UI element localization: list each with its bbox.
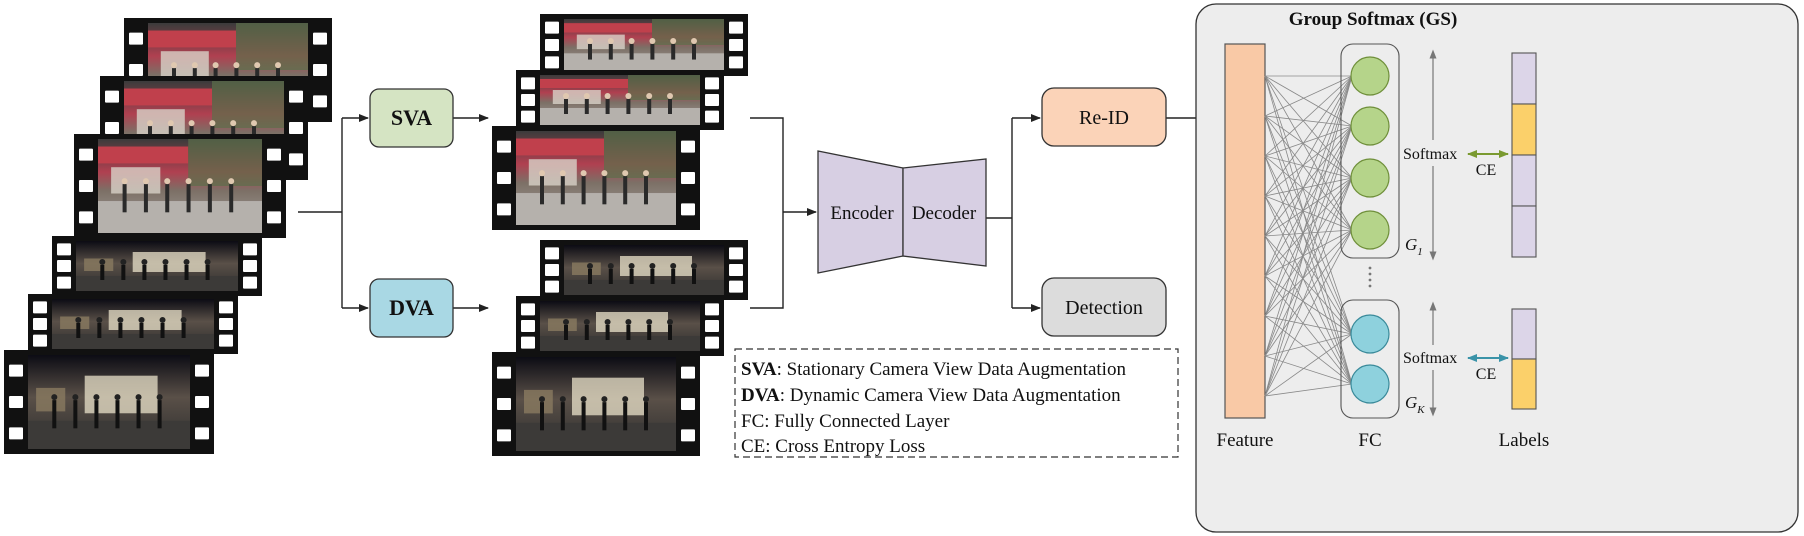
label-column-top (1511, 52, 1537, 258)
augmented-frame-1 (540, 14, 748, 76)
label-column-bottom (1511, 308, 1537, 410)
group-softmax-panel: Group Softmax (GS) Feature FC Softmax So… (1195, 3, 1799, 533)
fc-node (1350, 210, 1390, 250)
connector-lines (298, 114, 1224, 312)
fc-node (1350, 158, 1390, 198)
feature-label: Feature (1217, 430, 1274, 451)
augmented-frame-2 (516, 70, 724, 130)
detection-box: Detection (1041, 277, 1167, 337)
fc-nodes (1350, 56, 1390, 404)
augmented-frame-6 (492, 352, 700, 456)
legend-line-ce: CE: Cross Entropy Loss (741, 436, 925, 457)
legend-box: SVA: Stationary Camera View Data Augment… (734, 348, 1179, 458)
reid-label: Re-ID (1079, 107, 1129, 129)
input-frame-4 (52, 236, 262, 296)
encoder-shape: Encoder (817, 150, 904, 274)
softmax-bottom-label: Softmax (1403, 350, 1457, 367)
feature-bar (1224, 43, 1266, 419)
legend-line-sva: SVA: Stationary Camera View Data Augment… (741, 359, 1126, 380)
input-frame-3 (74, 134, 286, 238)
augmented-frame-5 (516, 296, 724, 356)
fc-node (1350, 56, 1390, 96)
encoder-label: Encoder (830, 203, 894, 224)
gs-title: Group Softmax (GS) (1289, 9, 1458, 30)
reid-box: Re-ID (1041, 87, 1167, 147)
detection-label: Detection (1065, 297, 1143, 319)
sva-box: SVA (369, 88, 454, 148)
dva-label: DVA (389, 295, 434, 320)
fc-group-k (1340, 299, 1400, 419)
ce-bottom-label: CE (1476, 366, 1496, 383)
augmented-video-frames (492, 14, 748, 456)
fc-node (1350, 364, 1390, 404)
legend-line-fc: FC: Fully Connected Layer (741, 411, 950, 432)
augmented-frame-4 (540, 240, 748, 300)
dva-box: DVA (369, 278, 454, 338)
decoder-label: Decoder (912, 203, 977, 224)
softmax-top-label: Softmax (1403, 146, 1457, 163)
legend-line-dva: DVA: Dynamic Camera View Data Augmentati… (741, 385, 1121, 406)
fc-node (1350, 314, 1390, 354)
fc-connections (1264, 75, 1353, 397)
group-first-label: G1 (1405, 235, 1423, 258)
labels-label: Labels (1499, 430, 1550, 451)
group-ellipsis (1368, 266, 1372, 288)
fc-group-1 (1340, 43, 1400, 259)
input-frame-6 (4, 350, 214, 454)
group-last-label: GK (1405, 393, 1425, 416)
sva-label: SVA (391, 105, 432, 130)
input-video-frames (4, 18, 332, 454)
fc-node (1350, 106, 1390, 146)
decoder-shape: Decoder (902, 158, 987, 267)
ce-top-label: CE (1476, 162, 1496, 179)
fc-label: FC (1358, 430, 1381, 451)
input-frame-5 (28, 294, 238, 354)
augmented-frame-3 (492, 126, 700, 230)
